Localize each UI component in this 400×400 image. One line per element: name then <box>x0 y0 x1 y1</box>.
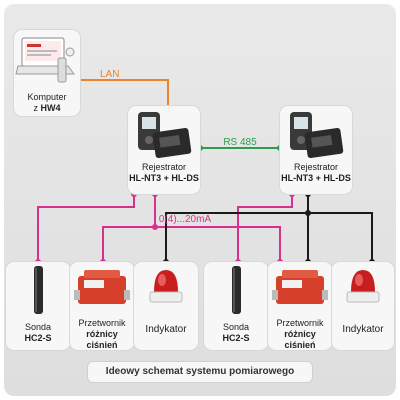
device-label-1: Sonda HC2-S <box>6 322 70 344</box>
logger-model-2: HL-NT3 + HL-DS <box>281 173 351 183</box>
logger-card-2: Rejestrator HL-NT3 + HL-DS <box>280 106 352 194</box>
device-2-line1: Przetwornik <box>78 318 126 328</box>
logger-name-2: Rejestrator <box>293 162 338 172</box>
device-3-line1: Indykator <box>145 324 187 335</box>
computer-label: Komputer z HW4 <box>14 92 80 114</box>
device-card-indicator-1: Indykator <box>134 262 198 350</box>
device-5-line3: ciśnień <box>284 340 316 350</box>
device-2-line2: różnicy <box>86 329 118 339</box>
logger-name-1: Rejestrator <box>141 162 186 172</box>
analog-line-left-transmitter <box>102 194 156 262</box>
lan-label: LAN <box>100 69 119 80</box>
transmitter-icon <box>272 270 328 304</box>
device-6-line1: Indykator <box>342 324 384 335</box>
probe-icon <box>232 266 241 314</box>
logger-icon <box>290 112 344 158</box>
device-label-6: Indykator <box>332 324 394 335</box>
device-label-5: Przetwornik różnicy ciśnień <box>268 318 332 351</box>
analog-label: 0(4)...20mA <box>159 214 212 225</box>
transmitter-icon <box>74 270 130 304</box>
device-card-transmitter-1: Przetwornik różnicy ciśnień <box>70 262 134 350</box>
indicator-light-icon <box>149 270 183 303</box>
device-1-line1: Sonda <box>24 322 52 332</box>
logger-label-2: Rejestrator HL-NT3 + HL-DS <box>280 162 352 184</box>
computer-label-line2: z HW4 <box>14 103 80 114</box>
computer-prefix: z <box>33 103 38 113</box>
device-1-line2: HC2-S <box>24 333 52 343</box>
digital-line-left <box>165 194 309 262</box>
analog-line-right-transmitter <box>155 226 281 262</box>
logger-label-1: Rejestrator HL-NT3 + HL-DS <box>128 162 200 184</box>
computer-model: HW4 <box>40 103 61 113</box>
device-label-3: Indykator <box>134 324 198 335</box>
device-card-sensor-2: Sonda HC2-S <box>204 262 268 350</box>
device-4-line1: Sonda <box>222 322 250 332</box>
device-label-2: Przetwornik różnicy ciśnień <box>70 318 134 351</box>
computer-card: Komputer z HW4 <box>14 30 80 116</box>
computer-label-line1: Komputer <box>27 92 67 102</box>
digital-line-right <box>308 212 373 262</box>
device-5-line1: Przetwornik <box>276 318 324 328</box>
indicator-light-icon <box>346 270 380 303</box>
analog-line-left-sensor <box>37 194 135 262</box>
logger-icon <box>138 112 192 158</box>
logger-card-1: Rejestrator HL-NT3 + HL-DS <box>128 106 200 194</box>
device-5-line2: różnicy <box>284 329 316 339</box>
computer-icon <box>15 37 75 83</box>
rs485-label: RS 485 <box>223 137 257 148</box>
device-2-line3: ciśnień <box>86 340 118 350</box>
probe-icon <box>34 266 43 314</box>
device-card-transmitter-2: Przetwornik różnicy ciśnień <box>268 262 332 350</box>
logger-model-1: HL-NT3 + HL-DS <box>129 173 199 183</box>
analog-line-right-sensor <box>237 194 293 262</box>
analog-node-3 <box>152 224 158 230</box>
device-card-sensor-1: Sonda HC2-S <box>6 262 70 350</box>
device-4-line2: HC2-S <box>222 333 250 343</box>
diagram-caption: Ideowy schemat systemu pomiarowego <box>88 362 312 382</box>
digital-node-2 <box>305 210 311 216</box>
device-card-indicator-2: Indykator <box>332 262 394 350</box>
lan-line <box>80 79 169 110</box>
device-label-4: Sonda HC2-S <box>204 322 268 344</box>
